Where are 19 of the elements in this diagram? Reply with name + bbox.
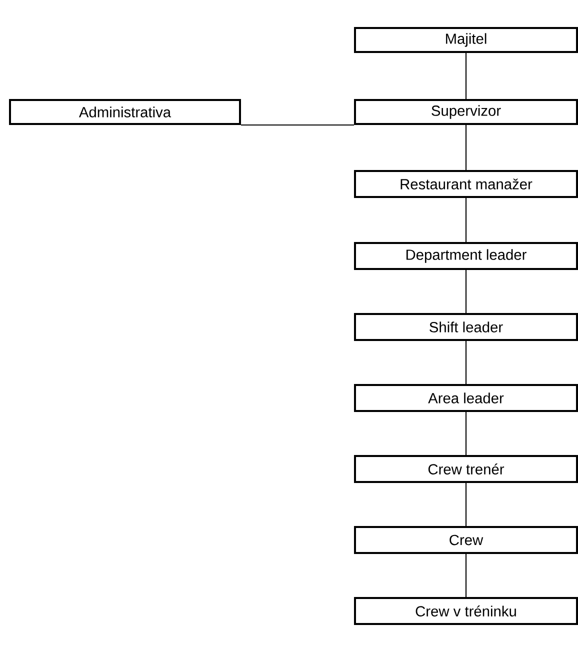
connector-line: [465, 125, 467, 170]
org-box: Crew: [354, 526, 578, 554]
connector-line: [465, 412, 467, 455]
connector-line: [465, 341, 467, 384]
connector-line: [241, 124, 354, 126]
org-box: Department leader: [354, 242, 578, 270]
org-box: Crew v tréninku: [354, 597, 578, 625]
connector-line: [465, 554, 467, 597]
org-box: Restaurant manažer: [354, 170, 578, 198]
org-box: Shift leader: [354, 313, 578, 341]
org-box: Crew trenér: [354, 455, 578, 483]
connector-line: [465, 198, 467, 242]
connector-line: [465, 483, 467, 526]
org-box: Area leader: [354, 384, 578, 412]
connector-line: [465, 270, 467, 313]
org-box: Majitel: [354, 27, 578, 53]
org-box: Supervizor: [354, 99, 578, 125]
org-box: Administrativa: [9, 99, 241, 125]
connector-line: [465, 53, 467, 99]
